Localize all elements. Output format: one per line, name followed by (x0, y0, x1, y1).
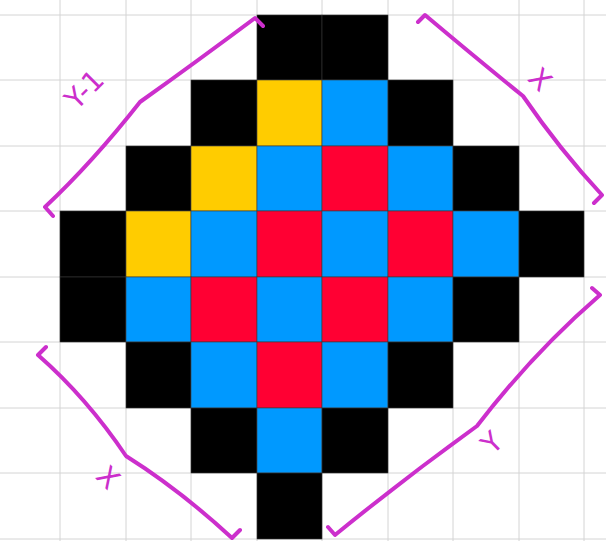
tile-cells (60, 15, 584, 539)
dimension-braces (38, 15, 602, 538)
brace-top-right (418, 15, 602, 203)
dimension-label: Y (477, 427, 509, 459)
brace-bottom-right (328, 288, 600, 535)
dimension-label: X (523, 63, 556, 96)
dimension-label: X (91, 461, 124, 494)
brace-bottom-left (38, 347, 240, 538)
brace-top-left (45, 18, 263, 216)
dimension-label: Y-1 (60, 65, 109, 114)
